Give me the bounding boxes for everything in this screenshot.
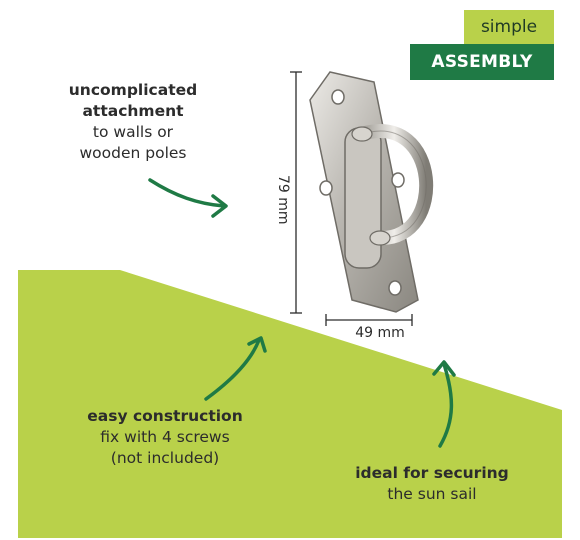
- height-dimension-label: 79 mm: [275, 175, 291, 225]
- width-dimension-label: 49 mm: [355, 325, 405, 341]
- feature-line: the sun sail: [387, 485, 477, 503]
- badge-assembly: ASSEMBLY: [410, 44, 554, 80]
- arrow-icon: [148, 178, 228, 218]
- feature-securing: ideal for securing the sun sail: [332, 463, 532, 505]
- feature-title: ideal for securing: [355, 464, 509, 482]
- feature-line: to walls or: [92, 123, 174, 141]
- arrow-icon: [432, 360, 456, 448]
- arrow-icon: [204, 336, 267, 401]
- feature-title: easy construction: [87, 407, 243, 425]
- dimension-lines: [290, 71, 413, 326]
- feature-attachment: uncomplicated attachment to walls or woo…: [48, 80, 218, 164]
- feature-construction: easy construction fix with 4 screws (not…: [62, 406, 268, 469]
- feature-line: fix with 4 screws: [100, 428, 230, 446]
- badge-simple: simple: [464, 10, 554, 44]
- feature-line: wooden poles: [79, 144, 187, 162]
- feature-title: uncomplicated attachment: [68, 81, 198, 120]
- feature-line: (not included): [110, 449, 220, 467]
